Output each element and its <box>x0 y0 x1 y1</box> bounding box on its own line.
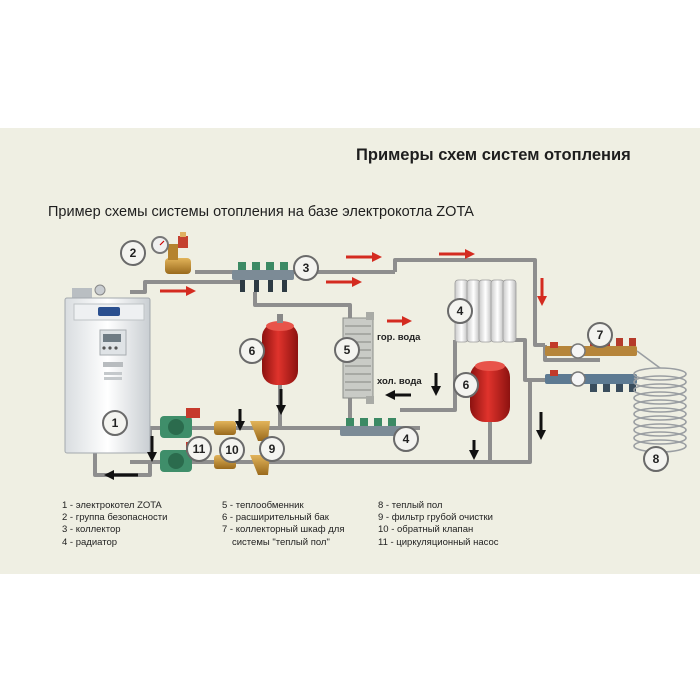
red-arrow-4 <box>439 249 475 259</box>
svg-text:8: 8 <box>653 452 660 466</box>
legend-item: 9 - фильтр грубой очистки <box>378 512 493 524</box>
red-arrow-6 <box>387 316 412 326</box>
svg-text:4: 4 <box>403 432 410 446</box>
component-markers: 1 2 3 4 4 5 6 6 7 8 9 10 11 <box>102 240 669 472</box>
marker-9: 9 <box>259 436 285 462</box>
supply-pipe-exchanger <box>253 292 352 322</box>
legend-item: 8 - теплый пол <box>378 500 443 511</box>
marker-10: 10 <box>219 437 245 463</box>
svg-text:5: 5 <box>344 343 351 357</box>
marker-8: 8 <box>643 446 669 472</box>
flow-arrows-red <box>160 249 547 326</box>
legend-item: 4 - радиатор <box>62 536 118 548</box>
flow-arrows-black <box>104 373 546 480</box>
filter-lower <box>250 455 270 475</box>
black-arrow-7 <box>536 412 546 440</box>
red-arrow-5 <box>537 278 547 306</box>
red-arrow-3 <box>346 252 382 262</box>
diagram-subtitle: Пример схемы системы отопления на базе э… <box>48 204 474 220</box>
svg-text:3: 3 <box>303 261 310 275</box>
legend-item: 5 - теплообменник <box>222 500 304 511</box>
marker-4-radiator: 4 <box>447 298 473 324</box>
svg-text:6: 6 <box>463 378 470 392</box>
black-arrow-4 <box>385 390 411 400</box>
expansion-tank-right <box>470 361 510 422</box>
legend-item: 10 - обратный клапан <box>378 524 474 536</box>
marker-7: 7 <box>587 322 613 348</box>
black-arrow-8 <box>235 409 245 431</box>
svg-text:2: 2 <box>130 246 137 260</box>
marker-2: 2 <box>120 240 146 266</box>
legend-column-2: 5 - теплообменник 6 - расширительный бак… <box>222 500 344 549</box>
svg-text:10: 10 <box>225 443 239 457</box>
marker-6-left: 6 <box>239 338 265 364</box>
collector-supply <box>232 262 294 292</box>
legend-item: системы "теплый пол" <box>232 536 330 548</box>
pipe-floor-return <box>528 378 545 395</box>
svg-text:6: 6 <box>249 344 256 358</box>
marker-6-right: 6 <box>453 372 479 398</box>
svg-text:1: 1 <box>112 416 119 430</box>
electric-boiler <box>64 284 151 454</box>
floor-heating-coil <box>633 350 687 453</box>
svg-text:9: 9 <box>269 442 276 456</box>
pipe-radiator-return <box>400 340 457 412</box>
legend-item: 11 - циркуляционный насос <box>378 536 499 548</box>
legend-item: 6 - расширительный бак <box>222 512 329 524</box>
circulation-pump-upper <box>160 408 200 438</box>
black-arrow-6 <box>469 440 479 460</box>
legend-item: 1 - электрокотел ZOTA <box>62 500 162 511</box>
legend-column-1: 1 - электрокотел ZOTA 2 - группа безопас… <box>62 500 167 549</box>
marker-1: 1 <box>102 410 128 436</box>
black-arrow-1 <box>104 470 138 480</box>
floor-collector <box>545 338 637 392</box>
red-arrow-1 <box>160 286 196 296</box>
page-title: Примеры схем систем отопления <box>356 146 631 164</box>
marker-11: 11 <box>186 436 212 462</box>
marker-4-collector: 4 <box>393 426 419 452</box>
black-arrow-5 <box>431 373 441 396</box>
legend-item: 7 - коллекторный шкаф для <box>222 524 345 536</box>
red-arrow-2 <box>326 277 362 287</box>
marker-5: 5 <box>334 337 360 363</box>
legend-column-3: 8 - теплый пол 9 - фильтр грубой очистки… <box>378 500 499 549</box>
marker-3: 3 <box>293 255 319 281</box>
supply-pipe-radiator <box>393 258 545 347</box>
svg-text:7: 7 <box>597 328 604 342</box>
cold-water-label: хол. вода <box>377 376 422 387</box>
svg-text:4: 4 <box>457 304 464 318</box>
filter-upper <box>250 421 270 441</box>
legend-item: 3 - коллектор <box>62 524 121 536</box>
check-valve-upper <box>214 421 236 435</box>
black-arrow-2 <box>147 436 157 462</box>
heat-exchanger <box>342 312 374 404</box>
safety-group <box>151 232 191 274</box>
hot-water-label: гор. вода <box>377 332 421 343</box>
expansion-tank-left <box>262 314 298 385</box>
collector-return <box>340 418 402 436</box>
legend-item: 2 - группа безопасности <box>62 512 168 524</box>
black-arrow-3 <box>276 389 286 415</box>
radiator <box>454 279 517 343</box>
svg-text:11: 11 <box>193 442 206 456</box>
